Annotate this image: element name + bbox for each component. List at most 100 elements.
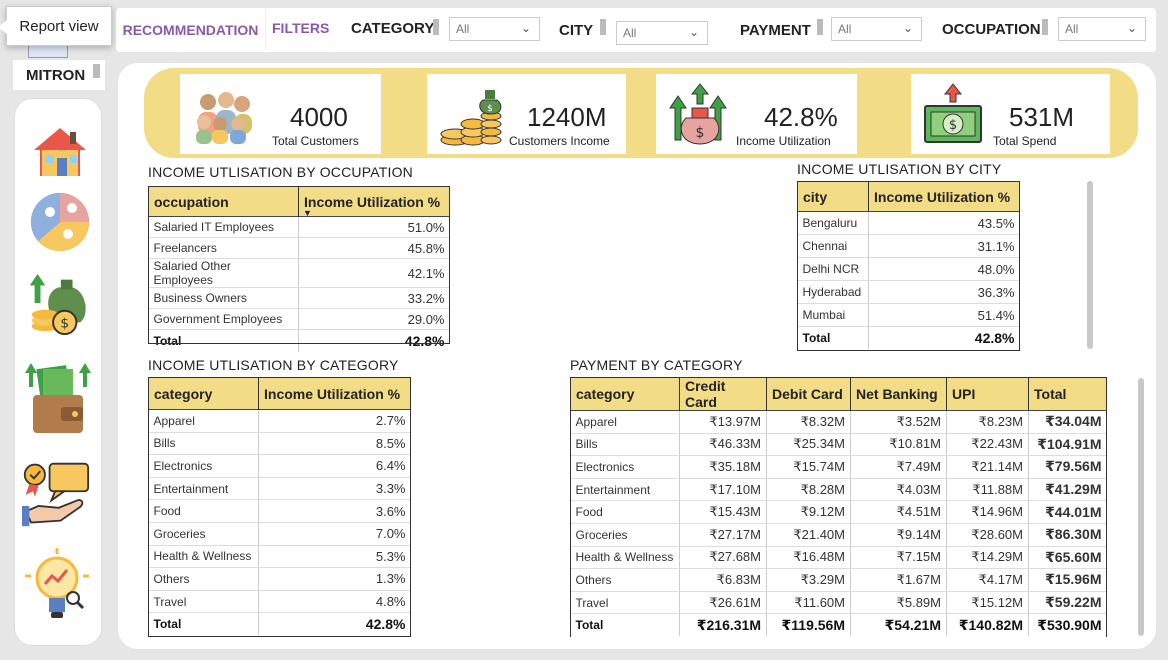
total-cell: ₹34.04M <box>1028 410 1107 434</box>
category-header[interactable]: category <box>148 377 259 410</box>
tooltip-text: Report view <box>19 17 99 35</box>
chevron-down-icon: ⌄ <box>520 21 531 35</box>
table-row: Groceries₹27.17M₹21.40M₹9.14M₹28.60M₹86.… <box>570 523 1107 547</box>
category-filter-select[interactable]: All ⌄ <box>449 17 540 41</box>
upi-cell: ₹22.43M <box>946 433 1029 457</box>
kpi-value-spend: 531M <box>1009 102 1075 132</box>
brand-handle <box>93 64 100 78</box>
table-row: Apparel₹13.97M₹8.32M₹3.52M₹8.23M₹34.04M <box>570 410 1107 434</box>
category-cell: Apparel <box>148 409 259 433</box>
net-banking-header[interactable]: Net Banking <box>850 377 947 411</box>
svg-text:$: $ <box>949 118 957 133</box>
total-value: 42.8% <box>258 612 411 635</box>
chevron-down-icon: ⌄ <box>902 21 913 35</box>
category-cell: Entertainment <box>570 478 680 502</box>
category-cell: Health & Wellness <box>570 546 680 570</box>
utilization-cell: 51.4% <box>868 303 1020 327</box>
total-label: Total <box>797 326 869 349</box>
payment-table-title: PAYMENT BY CATEGORY <box>570 357 743 373</box>
payment-table-scrollbar[interactable] <box>1138 378 1144 636</box>
debit-card-header[interactable]: Debit Card <box>766 377 851 411</box>
net-banking-cell: ₹4.03M <box>850 478 947 502</box>
net-banking-cell: ₹9.14M <box>850 523 947 547</box>
utilization-cell: 48.0% <box>868 257 1020 281</box>
utilization-cell: 3.6% <box>258 499 411 523</box>
category-cell: Food <box>570 500 680 524</box>
table-row: Bills₹46.33M₹25.34M₹10.81M₹22.43M₹104.91… <box>570 433 1107 457</box>
spend-dollar-icon: $ <box>921 82 985 151</box>
home-icon[interactable] <box>26 118 94 186</box>
demographics-pie-icon[interactable] <box>26 188 94 256</box>
city-filter-value: All <box>623 26 637 40</box>
occupation-filter-handle <box>1042 19 1048 35</box>
occupation-filter-select[interactable]: All ⌄ <box>1058 17 1146 41</box>
occupation-header[interactable]: occupation <box>148 186 299 217</box>
report-view-icon[interactable] <box>28 46 68 58</box>
kpi-label-income: Customers Income <box>509 134 610 148</box>
upi-cell: ₹8.23M <box>946 410 1029 434</box>
city-header[interactable]: city <box>797 181 869 212</box>
category-cell: Electronics <box>148 454 259 478</box>
payment-table: category Credit Card Debit Card Net Bank… <box>570 377 1107 636</box>
occupation-cell: Salaried IT Employees <box>148 216 299 238</box>
city-filter-select[interactable]: All ⌄ <box>616 21 708 45</box>
payment-category-header[interactable]: category <box>570 377 680 411</box>
credit-card-cell: ₹13.97M <box>679 410 767 434</box>
city-cell: Hyderabad <box>797 280 869 304</box>
debit-card-cell: ₹9.12M <box>766 500 851 524</box>
credit-card-cell: ₹17.10M <box>679 478 767 502</box>
kpi-label-customers: Total Customers <box>272 134 359 148</box>
svg-text:$: $ <box>487 104 493 114</box>
credit-card-header[interactable]: Credit Card <box>679 377 767 411</box>
debit-card-cell: ₹15.74M <box>766 455 851 479</box>
insight-bulb-icon[interactable] <box>24 548 92 620</box>
award-review-icon[interactable] <box>22 460 90 528</box>
kpi-value-customers: 4000 <box>290 102 348 132</box>
upi-cell: ₹28.60M <box>946 523 1029 547</box>
utilization-cell: 43.5% <box>868 211 1020 235</box>
filters-button[interactable]: FILTERS <box>272 20 330 36</box>
utilization-cell: 3.3% <box>258 477 411 501</box>
occupation-utilization-header[interactable]: Income Utilization %▼ <box>298 186 450 218</box>
debit-card-cell: ₹8.28M <box>766 478 851 502</box>
net-banking-cell: ₹7.15M <box>850 546 947 570</box>
total-label: Total <box>570 613 680 636</box>
kpi-value-utilization: 42.8% <box>764 102 838 132</box>
table-total-row: Total₹216.31M₹119.56M₹54.21M₹140.82M₹530… <box>570 613 1107 636</box>
city-table-title: INCOME UTLISATION BY CITY <box>797 161 1002 177</box>
money-bag-icon[interactable]: $ <box>22 268 90 336</box>
credit-card-cell: ₹46.33M <box>679 433 767 457</box>
payment-filter-label: PAYMENT <box>740 22 811 39</box>
city-table-scrollbar[interactable] <box>1087 181 1093 349</box>
category-table-border <box>148 377 411 637</box>
recommendation-button[interactable]: RECOMMENDATION <box>116 10 266 50</box>
city-filter-label: CITY <box>559 22 594 39</box>
total-cell: ₹104.91M <box>1028 433 1107 457</box>
wallet-cash-icon[interactable] <box>24 363 92 433</box>
grand-total: ₹530.90M <box>1028 613 1107 636</box>
city-utilization-header[interactable]: Income Utilization % <box>868 181 1020 212</box>
payment-filter-select[interactable]: All ⌄ <box>831 17 922 41</box>
upi-header[interactable]: UPI <box>946 377 1029 411</box>
total-cell: ₹15.96M <box>1028 568 1107 592</box>
table-row: Entertainment₹17.10M₹8.28M₹4.03M₹11.88M₹… <box>570 478 1107 502</box>
utilization-cell: 2.7% <box>258 409 411 433</box>
category-utilization-header[interactable]: Income Utilization % <box>258 377 411 410</box>
utilization-cell: 31.1% <box>868 234 1020 258</box>
total-header[interactable]: Total <box>1028 377 1107 411</box>
occupation-filter-label: OCCUPATION <box>942 21 1041 38</box>
header-label: Income Utilization % <box>304 193 441 210</box>
utilization-cell: 1.3% <box>258 567 411 591</box>
occupation-table-title: INCOME UTLISATION BY OCCUPATION <box>148 164 413 180</box>
customers-icon <box>190 88 256 149</box>
